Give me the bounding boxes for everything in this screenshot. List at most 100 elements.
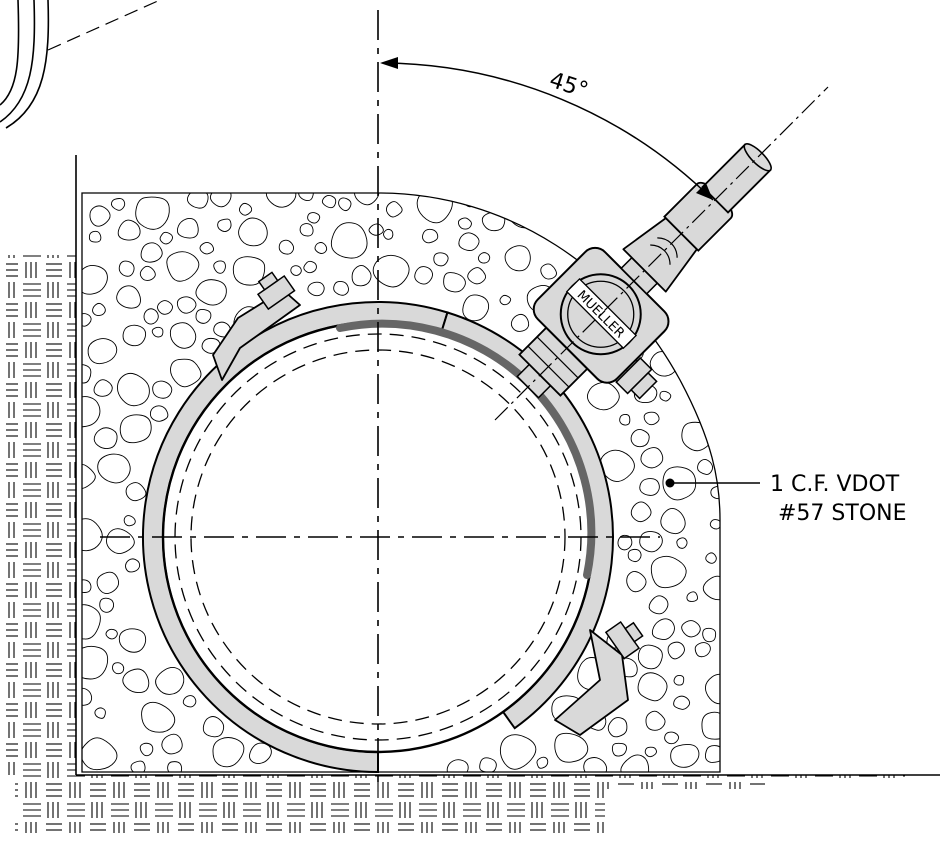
- stone: [139, 742, 154, 757]
- stone: [166, 251, 200, 282]
- stone: [213, 260, 226, 274]
- stone: [701, 711, 720, 740]
- angle-dimension: 45°: [380, 57, 714, 201]
- stone: [639, 530, 663, 553]
- stone: [186, 193, 209, 209]
- stone: [118, 628, 147, 653]
- stone: [94, 707, 106, 719]
- stone: [670, 744, 700, 768]
- stone: [433, 252, 449, 267]
- stone: [619, 413, 631, 426]
- saddle-ear-right: [554, 620, 644, 736]
- stone: [660, 507, 686, 535]
- stone-note-line1: 1 C.F. VDOT: [770, 472, 900, 497]
- stone: [705, 673, 720, 705]
- stone: [688, 283, 717, 310]
- stone: [112, 662, 125, 675]
- stone: [105, 628, 118, 640]
- stone: [694, 642, 711, 658]
- stone: [119, 414, 152, 444]
- stone: [122, 324, 147, 347]
- stone: [333, 281, 349, 296]
- soil-hatch: [6, 255, 905, 833]
- stone: [659, 390, 672, 402]
- stone: [93, 427, 118, 450]
- stone: [290, 265, 302, 276]
- stone: [123, 515, 136, 527]
- stone: [467, 267, 487, 285]
- stone: [338, 197, 352, 212]
- stone: [710, 485, 720, 500]
- stone: [92, 302, 106, 316]
- stone: [422, 228, 439, 244]
- stone: [560, 193, 594, 217]
- stone: [504, 245, 531, 272]
- stone: [697, 459, 714, 475]
- stone: [82, 518, 103, 552]
- saddle-ear-left: [212, 271, 301, 381]
- stone: [195, 279, 227, 306]
- stone: [152, 380, 173, 399]
- stone: [709, 519, 720, 530]
- stone: [307, 281, 325, 297]
- stone: [611, 742, 627, 757]
- stone: [82, 364, 92, 384]
- stone: [82, 579, 92, 593]
- stone: [499, 294, 512, 306]
- stone: [464, 196, 477, 208]
- stone: [118, 260, 135, 277]
- stone: [385, 201, 403, 218]
- service-tubing-upper-left: [0, 0, 161, 129]
- tap-axis-line: [494, 86, 829, 421]
- stone: [82, 463, 96, 489]
- stone: [630, 428, 650, 448]
- stone: [135, 196, 170, 230]
- stone: [82, 604, 101, 640]
- stone: [314, 242, 328, 254]
- stone: [620, 754, 650, 772]
- stone: [106, 528, 135, 555]
- stone: [640, 447, 664, 469]
- stone: [643, 411, 660, 426]
- stone: [372, 254, 410, 288]
- stone: [170, 358, 202, 388]
- stone: [209, 193, 232, 208]
- stone: [673, 695, 691, 710]
- stone: [122, 668, 150, 694]
- stone: [176, 217, 199, 239]
- stone: [169, 322, 197, 349]
- stone: [631, 193, 662, 208]
- stone: [307, 212, 321, 224]
- stone: [161, 733, 183, 755]
- stone: [99, 597, 115, 613]
- stone: [673, 674, 685, 686]
- stone: [157, 300, 173, 315]
- stone: [116, 285, 141, 309]
- stone: [303, 260, 317, 274]
- stone: [617, 534, 633, 551]
- stone: [353, 193, 380, 206]
- stone-note-line2: #57 STONE: [778, 501, 907, 526]
- stone: [479, 757, 497, 772]
- stone: [630, 501, 652, 523]
- stone: [554, 732, 589, 763]
- stone: [499, 734, 537, 770]
- stone: [651, 618, 675, 641]
- stone: [540, 263, 557, 280]
- stone: [414, 266, 434, 285]
- stone: [125, 558, 141, 573]
- stone: [612, 230, 628, 245]
- stone: [676, 537, 688, 549]
- stone: [139, 265, 156, 281]
- stone: [648, 595, 669, 615]
- stone: [82, 687, 93, 706]
- stone: [195, 309, 212, 324]
- stone: [151, 326, 164, 338]
- stone: [626, 571, 647, 593]
- stone: [669, 330, 690, 349]
- stone: [82, 264, 108, 295]
- stone: [703, 376, 720, 394]
- stone: [662, 466, 697, 501]
- stone: [143, 308, 159, 325]
- stone: [416, 193, 453, 224]
